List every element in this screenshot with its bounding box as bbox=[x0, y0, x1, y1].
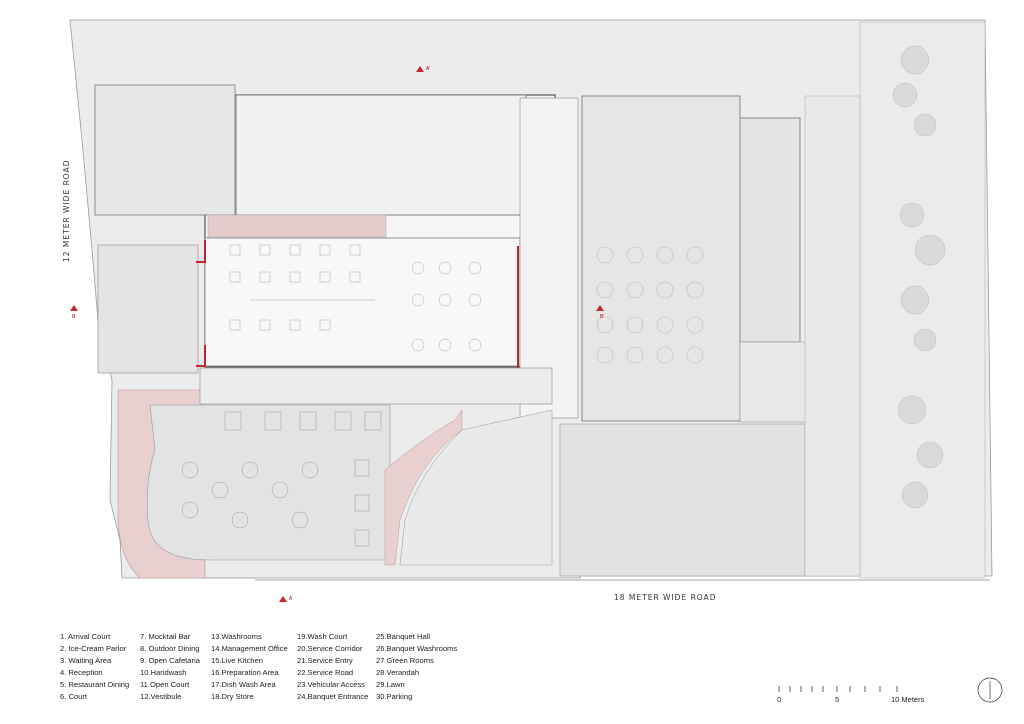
road-label-bottom: 18 METER WIDE ROAD bbox=[614, 593, 717, 602]
legend-item: 20.Service Corridor bbox=[297, 644, 363, 654]
section-marks: A' A B B' bbox=[70, 66, 604, 602]
legend-item: 11.Open Court bbox=[140, 680, 190, 690]
svg-text:B': B' bbox=[600, 314, 604, 320]
legend-item: 21.Service Entry bbox=[297, 656, 353, 666]
svg-text:B: B bbox=[72, 314, 76, 320]
legend-item: 9. Open Cafetaria bbox=[140, 656, 200, 666]
legend-item: 1. Arrival Court bbox=[60, 632, 111, 641]
scale-label-0: 0 bbox=[777, 695, 782, 704]
road-label-left: 12 METER WIDE ROAD bbox=[62, 159, 71, 262]
svg-text:A: A bbox=[289, 596, 293, 602]
legend-item: 2. Ice-Cream Parlor bbox=[60, 644, 127, 654]
legend-item: 19.Wash Court bbox=[297, 632, 348, 641]
banquet-hall bbox=[581, 95, 741, 422]
legend-column-1: 1. Arrival Court 2. Ice-Cream Parlor 3. … bbox=[60, 631, 129, 704]
legend-item: 16.Preparation Area bbox=[211, 668, 279, 678]
lawn bbox=[559, 423, 806, 577]
kitchen bbox=[235, 94, 527, 216]
scale-bar bbox=[778, 686, 898, 692]
accent-walls bbox=[196, 240, 519, 368]
banquet-tables bbox=[596, 246, 704, 364]
legend-item: 10.Handwash bbox=[140, 668, 187, 678]
legend-item: 7. Mocktail Bar bbox=[140, 632, 191, 641]
trees bbox=[892, 45, 946, 509]
legend-item: 12.Vestibule bbox=[140, 692, 182, 702]
legend-item: 23.Vehicular Access bbox=[297, 680, 365, 690]
legend-item: 13.Washrooms bbox=[211, 632, 262, 641]
svg-text:A': A' bbox=[426, 66, 430, 72]
arrival-court bbox=[399, 409, 553, 566]
legend-column-5: 25.Banquet Hall 26.Banquet Washrooms 27.… bbox=[376, 631, 457, 704]
outdoor-tables bbox=[181, 411, 382, 547]
legend-item: 8. Outdoor Dining bbox=[140, 644, 200, 654]
service-entry bbox=[519, 97, 579, 419]
legend-item: 6. Court bbox=[60, 692, 88, 702]
legend-item: 27.Green Rooms bbox=[376, 656, 434, 666]
dining-tables bbox=[229, 244, 482, 352]
legend-item: 4. Reception bbox=[60, 668, 103, 678]
service-block-left bbox=[94, 84, 236, 216]
legend-column-4: 19.Wash Court 20.Service Corridor 21.Ser… bbox=[297, 631, 368, 704]
dining-hall bbox=[204, 237, 521, 367]
legend-column-3: 13.Washrooms 14.Management Office 15.Liv… bbox=[211, 631, 288, 704]
legend-item: 26.Banquet Washrooms bbox=[376, 644, 458, 654]
scale-labels: 0 5 10 Meters bbox=[776, 695, 936, 705]
legend-item: 17.Dish Wash Area bbox=[211, 680, 276, 690]
legend-item: 14.Management Office bbox=[211, 644, 288, 654]
legend-item: 22.Service Road bbox=[297, 668, 354, 678]
scale-label-10: 10 Meters bbox=[891, 695, 925, 704]
north-arrow-icon bbox=[977, 677, 1003, 703]
legend-column-2: 7. Mocktail Bar 8. Outdoor Dining 9. Ope… bbox=[140, 631, 200, 704]
banquet-washrooms bbox=[739, 117, 801, 343]
legend-item: 30.Parking bbox=[376, 692, 413, 702]
legend-item: 24.Banquet Entrance bbox=[297, 692, 369, 702]
legend-item: 29.Lawn bbox=[376, 680, 405, 690]
legend-item: 18.Dry Store bbox=[211, 692, 254, 702]
legend-item: 5. Restaurant Dining bbox=[60, 680, 130, 690]
open-court bbox=[97, 244, 199, 374]
verandah bbox=[739, 341, 811, 423]
wash-strip bbox=[207, 214, 387, 238]
outdoor-dining bbox=[147, 404, 391, 561]
vestibule bbox=[199, 367, 553, 405]
legend-item: 25.Banquet Hall bbox=[376, 632, 431, 641]
legend-item: 28.Verandah bbox=[376, 668, 420, 678]
legend-item: 3. Waiting Area bbox=[60, 656, 112, 666]
parking bbox=[804, 95, 861, 577]
legend-item: 15.Live Kitchen bbox=[211, 656, 263, 666]
scale-label-5: 5 bbox=[835, 695, 840, 704]
